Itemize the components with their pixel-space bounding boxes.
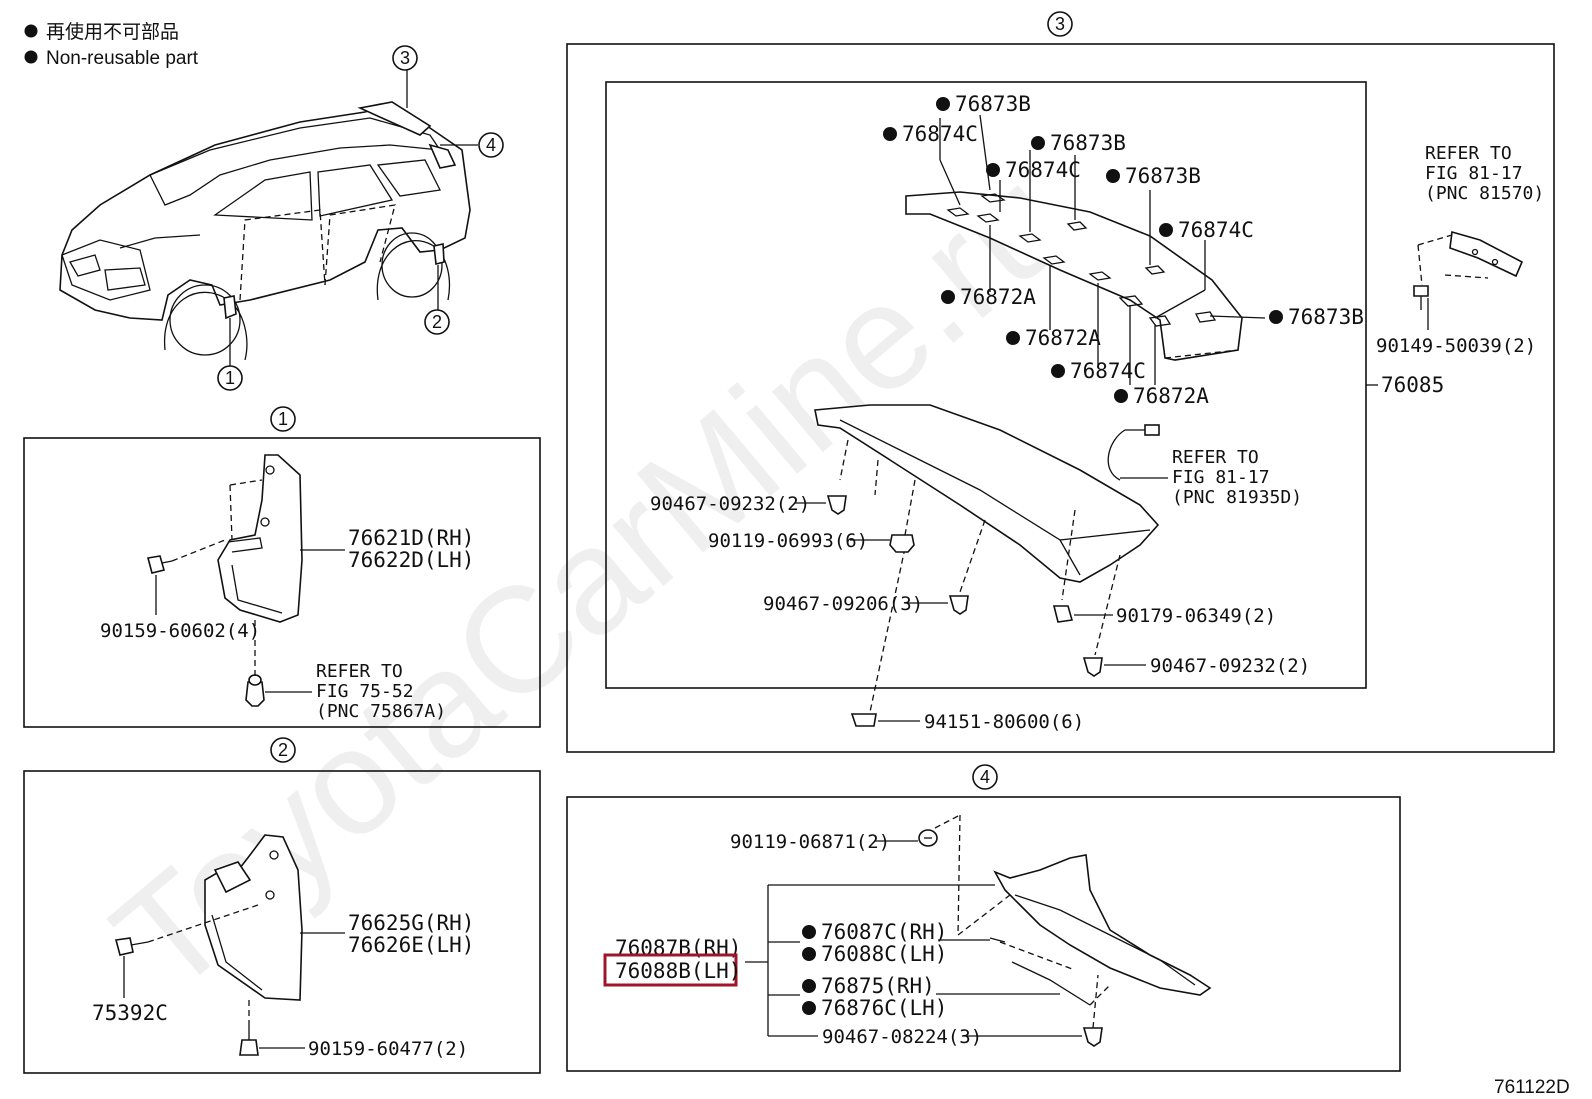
part-76088C: 76088C(LH) — [821, 942, 947, 966]
section-3-rear-spoiler: 3 76873B 7 — [566, 11, 1555, 753]
part-76621D: 76621D(RH) — [348, 526, 474, 550]
section-3-number: 3 — [1055, 14, 1065, 34]
ref-text-3: (PNC 81570) — [1425, 183, 1544, 204]
nut-icon — [889, 534, 915, 553]
part-76085: 76085 — [1381, 373, 1444, 397]
part-94151-80600: 94151-80600(6) — [924, 711, 1084, 733]
part-90179-06349: 90179-06349(2) — [1116, 605, 1276, 627]
part-90119-06993: 90119-06993(6) — [708, 530, 868, 552]
part-90159-60477: 90159-60477(2) — [308, 1038, 468, 1060]
ref-text-2: FIG 81-17 — [1172, 467, 1270, 488]
clip-icon — [245, 674, 265, 707]
bolt-icon — [1413, 285, 1429, 310]
callout-2: 2 — [432, 312, 442, 332]
non-reusable-bullet-icon — [24, 24, 38, 38]
section-4-rear-pillar-garnish: 4 90119-06871(2) — [566, 764, 1401, 1072]
part-76874C: 76874C — [1178, 218, 1254, 242]
non-reusable-bullet-icon — [1106, 169, 1120, 183]
ref-text-3: (PNC 75867A) — [316, 701, 446, 722]
non-reusable-bullet-icon — [1031, 136, 1045, 150]
non-reusable-bullet-icon — [1159, 223, 1173, 237]
part-90467-08224: 90467-08224(3) — [822, 1026, 982, 1048]
screw-icon — [239, 1026, 259, 1056]
part-76622D: 76622D(LH) — [348, 548, 474, 572]
callout-3: 3 — [400, 48, 410, 68]
non-reusable-bullet-icon — [936, 97, 950, 111]
ref-text-1: REFER TO — [316, 661, 403, 682]
non-reusable-bullet-icon — [802, 1001, 816, 1015]
part-76872A: 76872A — [1133, 384, 1209, 408]
clip-icon — [826, 495, 847, 515]
non-reusable-bullet-icon — [802, 979, 816, 993]
ref-text-1: REFER TO — [1172, 447, 1259, 468]
non-reusable-bullet-icon — [1269, 310, 1283, 324]
non-reusable-bullet-icon — [802, 947, 816, 961]
part-90467-09232: 90467-09232(2) — [650, 493, 810, 515]
part-76088B[interactable]: 76088B(LH) — [615, 959, 741, 983]
grommet-icon — [850, 713, 877, 727]
part-76876C: 76876C(LH) — [821, 996, 947, 1020]
vehicle-overview: 3 4 2 1 — [59, 45, 504, 391]
non-reusable-bullet-icon — [883, 127, 897, 141]
selected-part-highlight[interactable] — [603, 953, 738, 987]
part-76873B: 76873B — [1050, 131, 1126, 155]
part-90159-60602: 90159-60602(4) — [100, 620, 260, 642]
part-76873B: 76873B — [1288, 305, 1364, 329]
non-reusable-bullet-icon — [1051, 364, 1065, 378]
ref-text-3: (PNC 81935D) — [1172, 487, 1302, 508]
clip-icon — [948, 595, 969, 615]
legend-japanese: 再使用不可部品 — [46, 21, 179, 43]
ref-text-1: REFER TO — [1425, 143, 1512, 164]
part-75392C: 75392C — [92, 1001, 168, 1025]
part-76873B: 76873B — [1125, 164, 1201, 188]
part-76874C: 76874C — [1005, 158, 1081, 182]
part-76626E: 76626E(LH) — [348, 933, 474, 957]
callout-4: 4 — [486, 135, 496, 155]
non-reusable-bullet-icon — [986, 163, 1000, 177]
non-reusable-bullet-icon — [941, 290, 955, 304]
part-76625G: 76625G(RH) — [348, 911, 474, 935]
section-1-number: 1 — [278, 409, 288, 429]
part-90467-09206: 90467-09206(3) — [763, 593, 923, 615]
part-90119-06871: 90119-06871(2) — [730, 831, 890, 853]
ref-text-2: FIG 81-17 — [1425, 163, 1523, 184]
section-1-front-mudguard: 1 90159-60602(4) REFER TO FIG 75-52 (PNC… — [23, 406, 541, 728]
section-2-number: 2 — [278, 740, 288, 760]
part-76874C: 76874C — [1070, 359, 1146, 383]
bolt-icon — [147, 555, 173, 574]
non-reusable-bullet-icon — [1006, 331, 1020, 345]
screw-icon — [918, 829, 938, 847]
nut-clip-icon — [1052, 605, 1074, 623]
clip-icon — [1082, 657, 1103, 677]
part-76087C: 76087C(RH) — [821, 920, 947, 944]
legend-english: Non-reusable part — [46, 48, 199, 69]
part-76874C: 76874C — [902, 122, 978, 146]
clip-icon — [1082, 1027, 1103, 1047]
non-reusable-bullet-icon — [1114, 389, 1128, 403]
non-reusable-bullet-icon — [802, 925, 816, 939]
section-2-rear-mudguard: 2 75392C 90159-60477(2) 76625G(RH) 76626… — [23, 737, 541, 1074]
part-90149-50039: 90149-50039(2) — [1376, 335, 1536, 357]
diagram-code: 761122D — [1494, 1077, 1570, 1098]
part-90467-09232: 90467-09232(2) — [1150, 655, 1310, 677]
part-76875: 76875(RH) — [821, 974, 935, 998]
part-76872A: 76872A — [1025, 326, 1101, 350]
ref-text-2: FIG 75-52 — [316, 681, 414, 702]
section-4-number: 4 — [980, 767, 990, 787]
non-reusable-bullet-icon — [24, 50, 38, 64]
callout-1: 1 — [225, 368, 235, 388]
legend: 再使用不可部品 Non-reusable part — [24, 21, 199, 69]
part-76872A: 76872A — [960, 285, 1036, 309]
part-76873B: 76873B — [955, 92, 1031, 116]
bolt-icon — [114, 937, 149, 956]
